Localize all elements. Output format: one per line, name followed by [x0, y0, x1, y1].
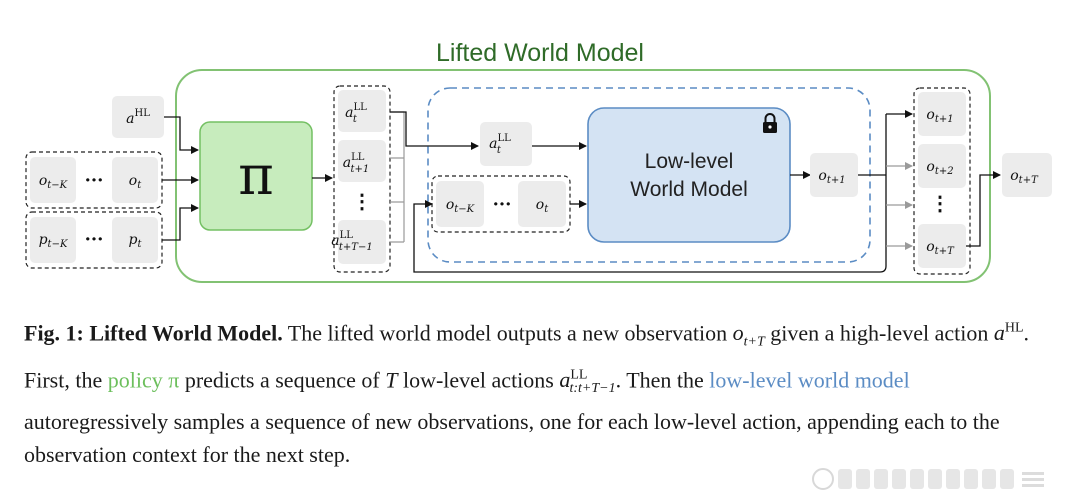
watermark-glyph-7	[946, 469, 960, 489]
caption-text-7: autoregressively samples a sequence of n…	[24, 409, 1000, 468]
output-node-1	[918, 144, 966, 188]
caption-o-subscript: t+T	[743, 334, 765, 350]
action-node-3	[338, 220, 386, 264]
caption-fig-label: Fig. 1: Lifted World Model.	[24, 320, 283, 346]
watermark-glyph-2	[856, 469, 870, 489]
current-action-node	[480, 122, 532, 166]
context-dots: ···	[493, 194, 512, 215]
watermark-glyph-8	[964, 469, 978, 489]
caption-seq-superscript: LL	[570, 367, 588, 383]
caption-seq-var: aLLt:t+T−1	[559, 367, 615, 396]
proprioception-dots: ···	[85, 229, 104, 250]
next-observation-node	[810, 153, 858, 197]
arrow-action-to-current	[390, 111, 479, 150]
lifted-world-model-frame	[175, 69, 991, 283]
caption-policy-highlight: policy π	[107, 367, 180, 393]
caption-seq-subscript: t:t+T−1	[569, 381, 616, 397]
proprioception-first-node	[30, 217, 76, 263]
lifted-world-model-title: Lifted World Model	[436, 39, 644, 67]
context-first-node	[436, 181, 484, 227]
action-node-1	[338, 140, 386, 182]
action-sequence-group	[333, 85, 391, 273]
caption-text-3: . First, the	[24, 320, 1029, 393]
arrow-hl-to-policy	[164, 116, 199, 154]
lifted-world-model-diagram: Lifted World Model aHL ot−K ··· ot pt−K …	[25, 39, 1052, 283]
high-level-action-node	[112, 96, 164, 138]
caption-o-symbol: o	[732, 320, 744, 346]
watermark-glyph-6	[928, 469, 942, 489]
watermark-glyph-3	[874, 469, 888, 489]
feedback-loop-arrow	[413, 200, 887, 273]
watermark-glyph-4	[892, 469, 906, 489]
caption-text-1: The lifted world model outputs a new obs…	[282, 320, 733, 346]
observation-last-node	[112, 157, 158, 203]
output-sequence-group	[913, 87, 971, 275]
caption-a-superscript: HL	[1004, 321, 1024, 336]
arrow-next-obs-split	[858, 114, 887, 250]
policy-block	[199, 121, 313, 231]
output-node-0	[918, 92, 966, 136]
figure-caption: Fig. 1: Lifted World Model. The lifted w…	[24, 312, 1056, 471]
action-node-0	[338, 90, 386, 132]
lock-icon	[763, 113, 777, 133]
watermark-logo-icon	[812, 468, 834, 490]
caption-a-symbol: a	[993, 320, 1005, 346]
watermark	[812, 462, 1072, 496]
context-last-node	[518, 181, 566, 227]
action-bracket	[390, 111, 405, 243]
caption-text-6: . Then the	[615, 367, 710, 393]
watermark-glyph-10	[1000, 469, 1014, 489]
caption-text-4: predicts a sequence of	[179, 367, 386, 393]
action-vdots: ⋮	[352, 189, 372, 213]
arrow-prop-to-policy	[162, 204, 199, 241]
watermark-glyph-1	[838, 469, 852, 489]
low-level-world-model-label-line1: Low-level	[645, 150, 734, 173]
observation-dots: ···	[85, 170, 104, 191]
proprioception-last-node	[112, 217, 158, 263]
low-level-world-model-label-line2: World Model	[630, 178, 748, 201]
caption-seq-symbol: a	[559, 367, 571, 393]
caption-text-2: given a high-level action	[764, 320, 994, 346]
caption-T-var: T	[385, 367, 398, 393]
policy-symbol: π	[238, 144, 274, 207]
caption-o-var: ot+T	[732, 320, 765, 349]
final-output-node	[1002, 153, 1052, 197]
caption-a-var: aHL	[994, 320, 1024, 345]
low-level-world-model-block	[587, 107, 791, 243]
output-node-3	[918, 224, 966, 268]
arrow-to-final-output	[966, 171, 1001, 247]
watermark-menu-icon	[1022, 471, 1044, 487]
output-vdots: ⋮	[930, 191, 950, 215]
caption-text-5: low-level actions	[397, 367, 560, 393]
watermark-glyph-9	[982, 469, 996, 489]
observation-first-node	[30, 157, 76, 203]
caption-lowlevel-highlight: low-level world model	[709, 367, 910, 393]
watermark-glyph-5	[910, 469, 924, 489]
